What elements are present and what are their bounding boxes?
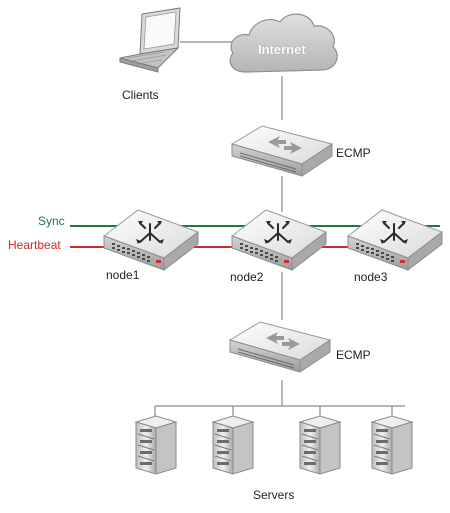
internet-cloud-icon [229, 13, 338, 73]
servers-label: Servers [253, 488, 295, 502]
internet-label: Internet [258, 42, 306, 57]
node2-switch-icon [231, 209, 327, 271]
heartbeat-label: Heartbeat [8, 238, 61, 252]
server-icon-4 [371, 415, 413, 475]
ecmp-router-icon-bottom [229, 321, 331, 373]
sync-label: Sync [38, 214, 65, 228]
server-icon-2 [212, 415, 254, 475]
server-icon-1 [135, 415, 177, 475]
ecmp-bottom-label: ECMP [336, 348, 371, 362]
ecmp-top-label: ECMP [336, 146, 371, 160]
ecmp-router-icon-top [231, 125, 333, 177]
node3-switch-icon [347, 209, 443, 271]
laptop-icon [119, 7, 181, 73]
links [154, 41, 405, 416]
node1-switch-icon [103, 209, 199, 271]
clients-label: Clients [122, 88, 159, 102]
node2-label: node2 [230, 270, 264, 284]
server-icon-3 [299, 415, 341, 475]
node3-label: node3 [354, 270, 388, 284]
node1-label: node1 [106, 268, 140, 282]
